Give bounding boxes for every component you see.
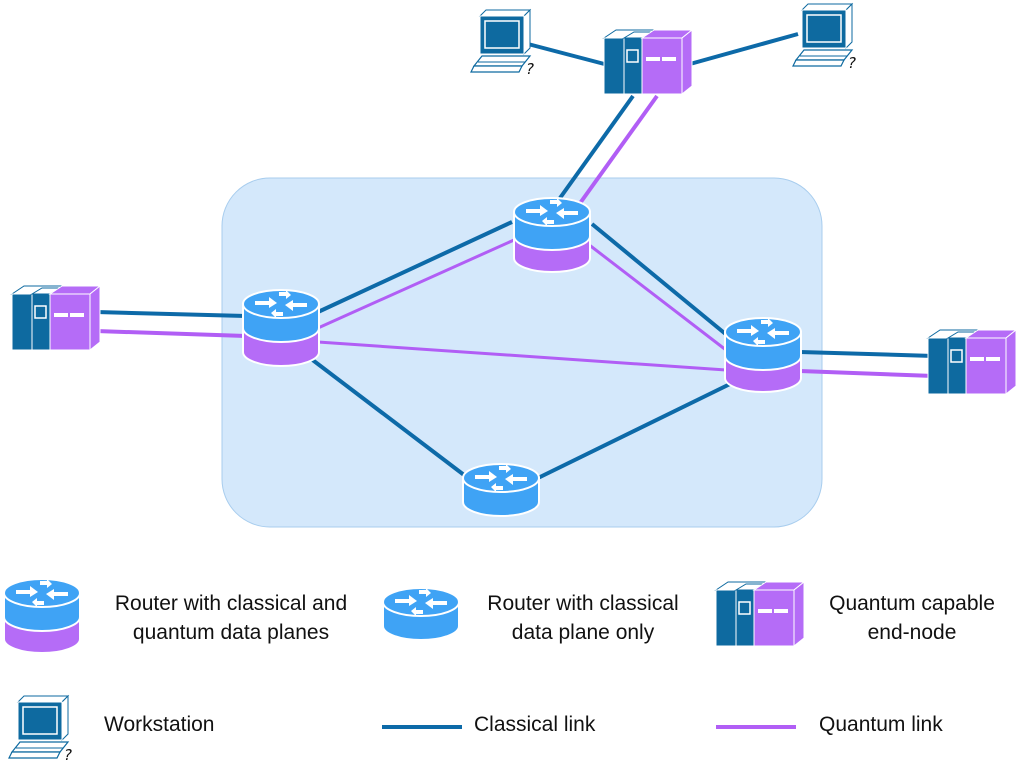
- classical-link: [527, 42, 613, 68]
- router-top[interactable]: [513, 197, 591, 273]
- legend-label-workstation: Workstation: [104, 713, 215, 736]
- legend-label-router-classical: Router with classical data plane only: [487, 592, 679, 644]
- server-top[interactable]: [603, 29, 693, 95]
- router-left[interactable]: [242, 289, 320, 367]
- quantum-link: [799, 369, 935, 378]
- router-classical-icon: [462, 463, 540, 493]
- classical-link: [95, 310, 247, 318]
- links: [95, 32, 935, 480]
- classical-link: [537, 382, 731, 480]
- legend-computer-icon: [8, 695, 73, 760]
- quantum-link: [317, 238, 515, 330]
- server-right[interactable]: [927, 329, 1017, 395]
- router-bottom[interactable]: [462, 463, 540, 517]
- server-left[interactable]: [11, 285, 101, 351]
- classical-link: [799, 350, 935, 358]
- quantum-link: [576, 94, 659, 208]
- classical-link: [317, 220, 513, 314]
- legend-router-quantum-icon: [3, 578, 81, 654]
- router-quantum-icon: [513, 197, 591, 227]
- workstation-top-left[interactable]: [470, 9, 535, 79]
- workstation-top-right[interactable]: [792, 3, 857, 73]
- legend-label-quantum-link: Quantum link: [819, 713, 943, 736]
- router-right[interactable]: [724, 317, 802, 393]
- legend-router-classical-icon: [382, 587, 460, 641]
- classical-link: [308, 356, 470, 480]
- legend-label-router-quantum: Router with classical and quantum data p…: [114, 592, 348, 644]
- router-quantum-icon: [724, 317, 802, 347]
- classical-link: [590, 222, 730, 338]
- quantum-link: [95, 329, 247, 338]
- classical-link: [689, 32, 799, 66]
- legend-label-quantum-end-node: Quantum capable end-node: [829, 592, 995, 644]
- quantum-link: [317, 340, 727, 372]
- router-quantum-icon: [242, 289, 320, 319]
- legend-server-icon: [715, 581, 805, 647]
- legend-label-classical-link: Classical link: [474, 713, 596, 736]
- quantum-link: [587, 242, 727, 352]
- classical-link: [558, 94, 635, 200]
